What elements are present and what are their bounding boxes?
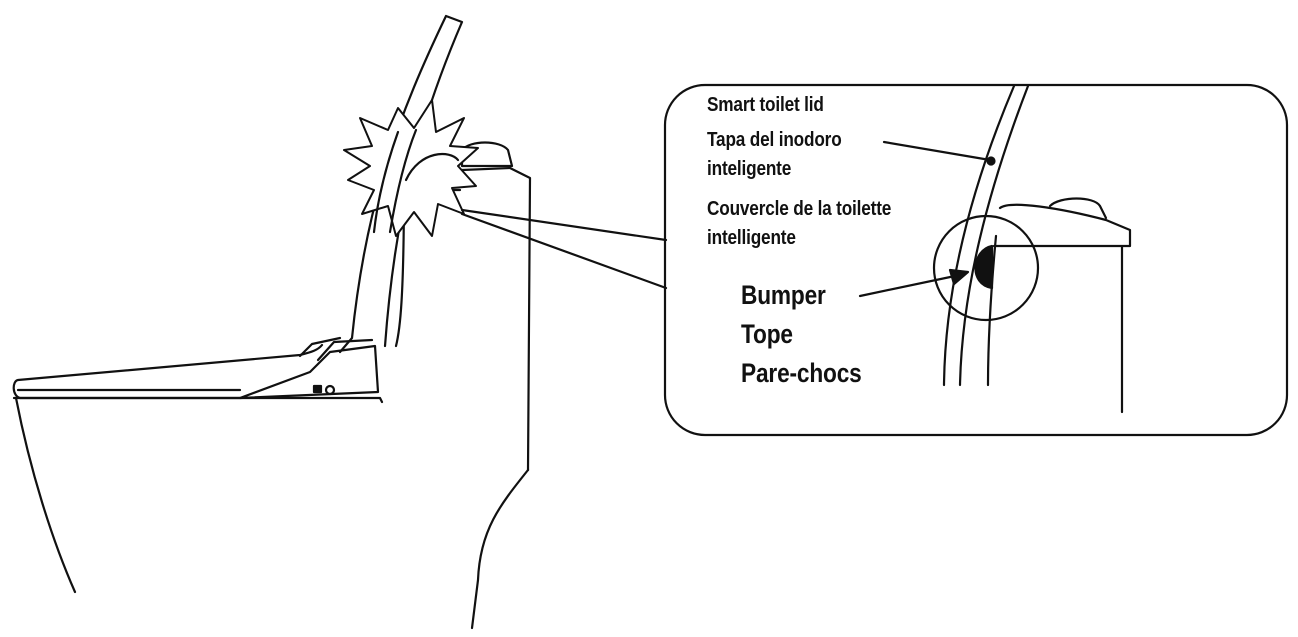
hinge-indicator-icon [324,384,336,396]
bumper-icon [974,244,994,290]
detail-tank-cap [1048,197,1108,220]
detail-view [858,84,1132,414]
hinge-button-icon [312,384,323,394]
bumper-label-es: Tope [741,319,793,349]
impact-starburst-icon [343,99,479,237]
bumper-label-en: Bumper [741,280,826,310]
bumper-arrowhead-icon [948,268,970,286]
lid-label-es-1: Tapa del inodoro [707,129,842,151]
bumper-label-fr: Pare-chocs [741,358,862,388]
bowl-outline [14,396,77,594]
toilet-side-view [12,14,668,630]
seat-hinge-unit [238,344,380,400]
lid-label-es-2: inteligente [707,158,792,180]
lid-label-fr-2: intelligente [707,227,796,249]
detail-lid-outline [942,84,1030,387]
bumper-leader-line [858,274,957,298]
detail-callout-box [663,83,1289,437]
detail-tank-edge [992,203,1132,414]
lid-leader-line [882,140,992,162]
pedestal-outline [470,468,530,630]
lid-label-fr-1: Couvercle de la toilette [707,198,892,220]
callout-pointer [460,208,668,290]
bumper-magnifier-circle [932,214,1040,322]
lid-label-en: Smart toilet lid [707,94,824,116]
lid-leader-dot [986,156,996,166]
